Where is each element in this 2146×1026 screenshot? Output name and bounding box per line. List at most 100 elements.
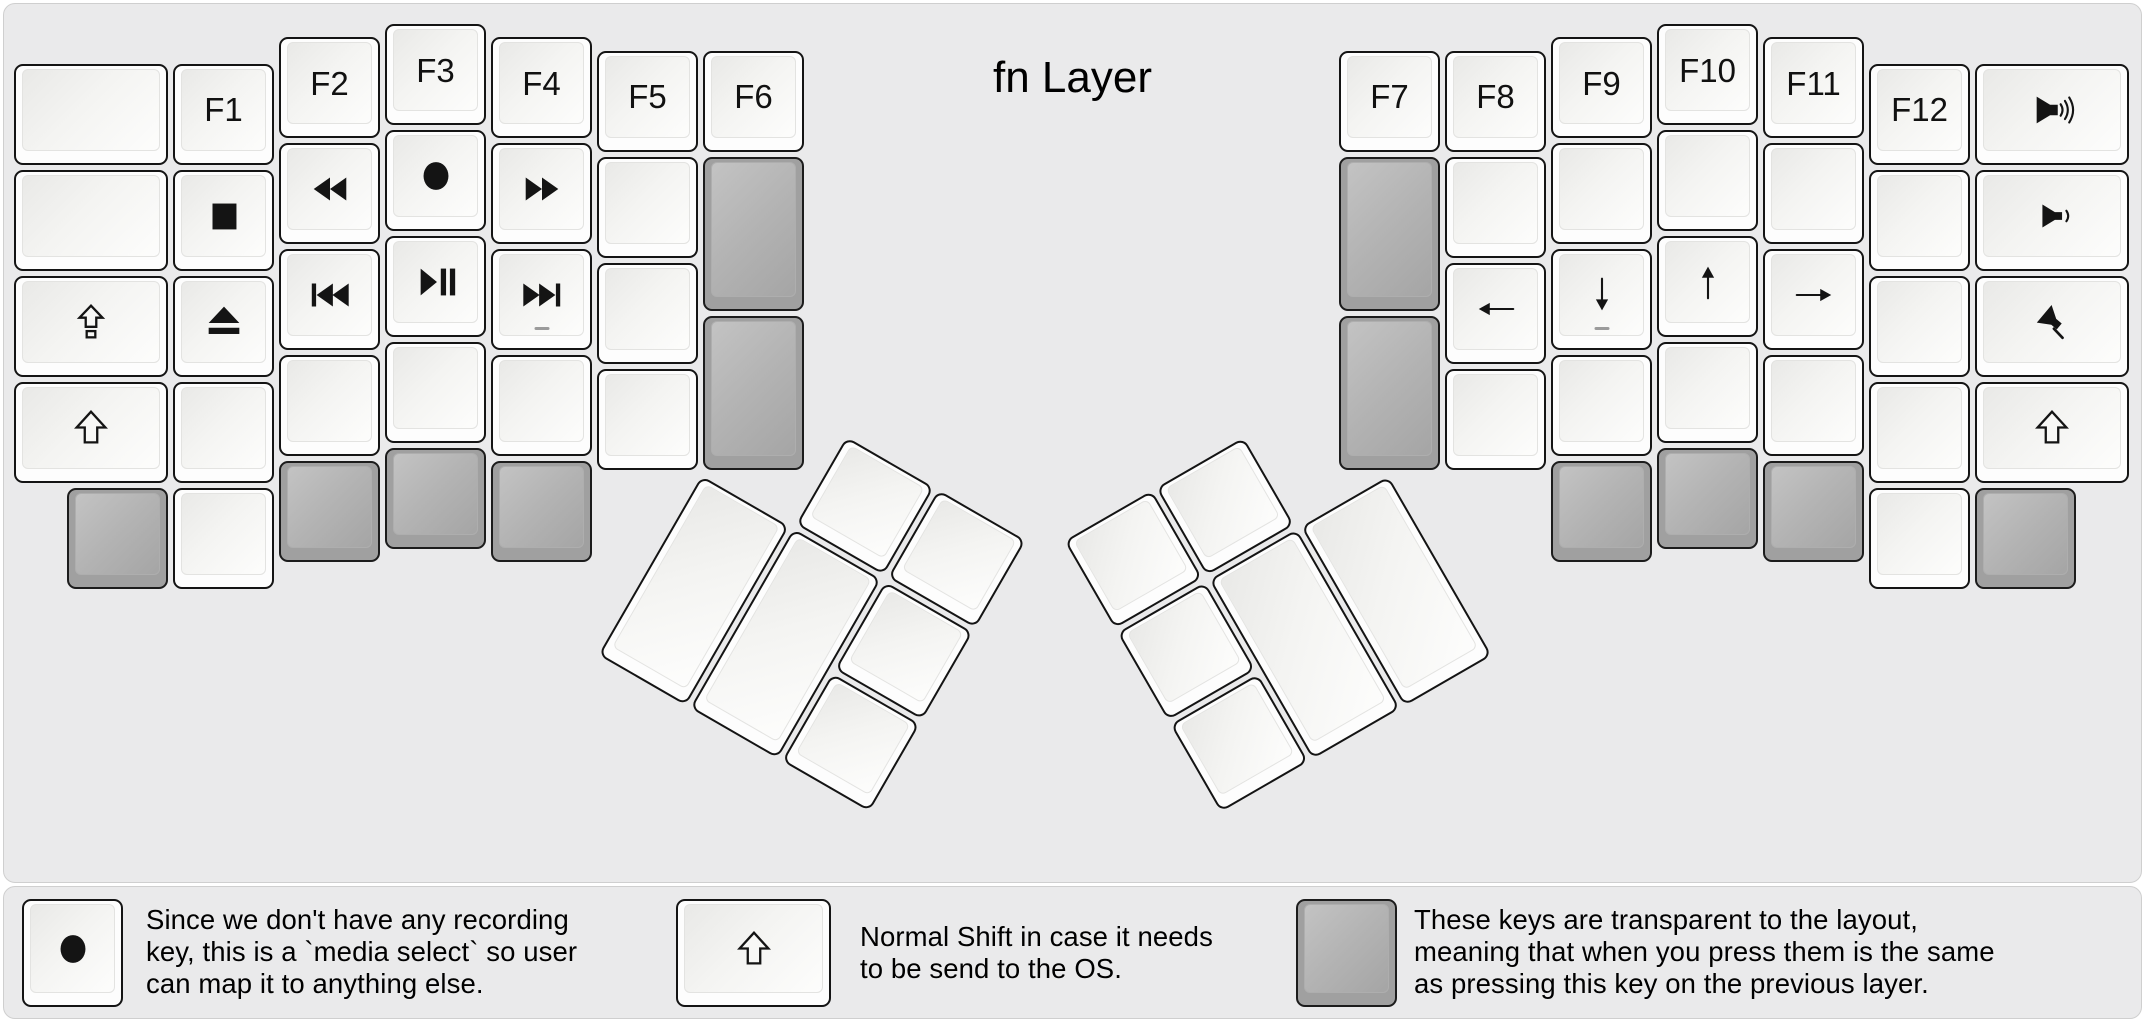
key-blank[interactable]	[1551, 143, 1652, 245]
key-shift-sample[interactable]	[676, 899, 831, 1007]
key-play-pause[interactable]	[385, 236, 486, 337]
key-blank[interactable]	[1869, 487, 1970, 589]
keytop	[1983, 492, 2068, 575]
key-transparent[interactable]	[1763, 461, 1864, 563]
key-blank[interactable]	[597, 262, 698, 364]
key-stop[interactable]	[173, 169, 274, 271]
key-blank[interactable]	[1657, 130, 1758, 231]
key-blank[interactable]	[1445, 368, 1546, 470]
key-record[interactable]	[385, 130, 486, 231]
keytop	[181, 280, 266, 363]
key-next-track[interactable]	[491, 249, 592, 351]
key-f11[interactable]: F11	[1763, 37, 1864, 139]
key-arrow-down[interactable]	[1551, 249, 1652, 351]
key-blank[interactable]	[1869, 275, 1970, 377]
record-icon	[50, 929, 96, 969]
key-transparent[interactable]	[1551, 461, 1652, 563]
shift-icon	[731, 929, 777, 969]
key-transparent[interactable]	[1975, 487, 2076, 589]
key-blank[interactable]	[491, 355, 592, 457]
caps-icon	[68, 302, 114, 342]
key-volume-down[interactable]	[1975, 169, 2129, 271]
key-f6[interactable]: F6	[703, 50, 804, 152]
keytop	[499, 466, 584, 549]
keytop	[1304, 904, 1389, 993]
keytop: F2	[287, 42, 372, 125]
key-transparent[interactable]	[1339, 156, 1440, 311]
key-arrow-left[interactable]	[1445, 262, 1546, 364]
key-volume-up[interactable]	[1975, 63, 2129, 165]
keytop: F8	[1453, 55, 1538, 138]
keytop	[711, 161, 796, 297]
keytop	[1559, 254, 1644, 337]
key-transparent[interactable]	[1339, 315, 1440, 470]
keytop	[287, 254, 372, 337]
key-transparent[interactable]	[491, 461, 592, 563]
keytop: F3	[393, 29, 478, 111]
key-label: F1	[204, 91, 243, 129]
key-blank[interactable]	[173, 487, 274, 589]
key-arrow-right[interactable]	[1763, 249, 1864, 351]
key-media-select-sample[interactable]	[22, 899, 123, 1007]
front-legend	[534, 327, 549, 331]
key-shift-left[interactable]	[14, 381, 168, 483]
key-transparent[interactable]	[279, 461, 380, 563]
key-blank[interactable]	[385, 342, 486, 443]
key-f10[interactable]: F10	[1657, 24, 1758, 125]
key-eject[interactable]	[173, 275, 274, 377]
key-blank[interactable]	[1763, 143, 1864, 245]
legend-panel: Since we don't have any recording key, t…	[3, 886, 2142, 1019]
key-transparent[interactable]	[67, 487, 168, 589]
keytop	[1453, 373, 1538, 456]
keytop	[605, 267, 690, 350]
keytop	[1877, 386, 1962, 469]
key-rewind[interactable]	[279, 143, 380, 245]
key-mute[interactable]	[1975, 275, 2129, 377]
key-f1[interactable]: F1	[173, 63, 274, 165]
key-arrow-up[interactable]	[1657, 236, 1758, 337]
keytop	[393, 347, 478, 429]
key-f8[interactable]: F8	[1445, 50, 1546, 152]
key-transparent[interactable]	[1657, 448, 1758, 549]
key-blank[interactable]	[173, 381, 274, 483]
key-f9[interactable]: F9	[1551, 37, 1652, 139]
key-label: F12	[1891, 91, 1948, 129]
key-f3[interactable]: F3	[385, 24, 486, 125]
key-transparent[interactable]	[703, 156, 804, 311]
key-fast-forward[interactable]	[491, 143, 592, 245]
key-blank[interactable]	[1763, 355, 1864, 457]
key-blank[interactable]	[1551, 355, 1652, 457]
keytop	[1665, 241, 1750, 323]
key-prev-track[interactable]	[279, 249, 380, 351]
keytop: F12	[1877, 68, 1962, 151]
key-blank[interactable]	[1869, 381, 1970, 483]
keytop	[1665, 453, 1750, 535]
key-blank[interactable]	[1869, 169, 1970, 271]
key-blank[interactable]	[14, 169, 168, 271]
keytop: F6	[711, 55, 796, 138]
key-f5[interactable]: F5	[597, 50, 698, 152]
key-shift-right[interactable]	[1975, 381, 2129, 483]
key-blank[interactable]	[1657, 342, 1758, 443]
key-f4[interactable]: F4	[491, 37, 592, 139]
key-f7[interactable]: F7	[1339, 50, 1440, 152]
key-transparent-sample[interactable]	[1296, 899, 1397, 1007]
key-blank[interactable]	[597, 156, 698, 258]
key-transparent[interactable]	[385, 448, 486, 549]
key-label: F10	[1679, 51, 1736, 89]
key-f2[interactable]: F2	[279, 37, 380, 139]
keytop: F9	[1559, 42, 1644, 125]
key-f12[interactable]: F12	[1869, 63, 1970, 165]
key-blank[interactable]	[1445, 156, 1546, 258]
key-caps-lock[interactable]	[14, 275, 168, 377]
keytop	[1877, 174, 1962, 257]
key-transparent[interactable]	[703, 315, 804, 470]
keytop	[1453, 161, 1538, 244]
keytop: F10	[1665, 29, 1750, 111]
key-label: F8	[1476, 78, 1515, 115]
keytop	[1165, 445, 1281, 559]
keytop	[1983, 280, 2121, 363]
key-blank[interactable]	[597, 368, 698, 470]
key-blank[interactable]	[279, 355, 380, 457]
key-blank[interactable]	[14, 63, 168, 165]
